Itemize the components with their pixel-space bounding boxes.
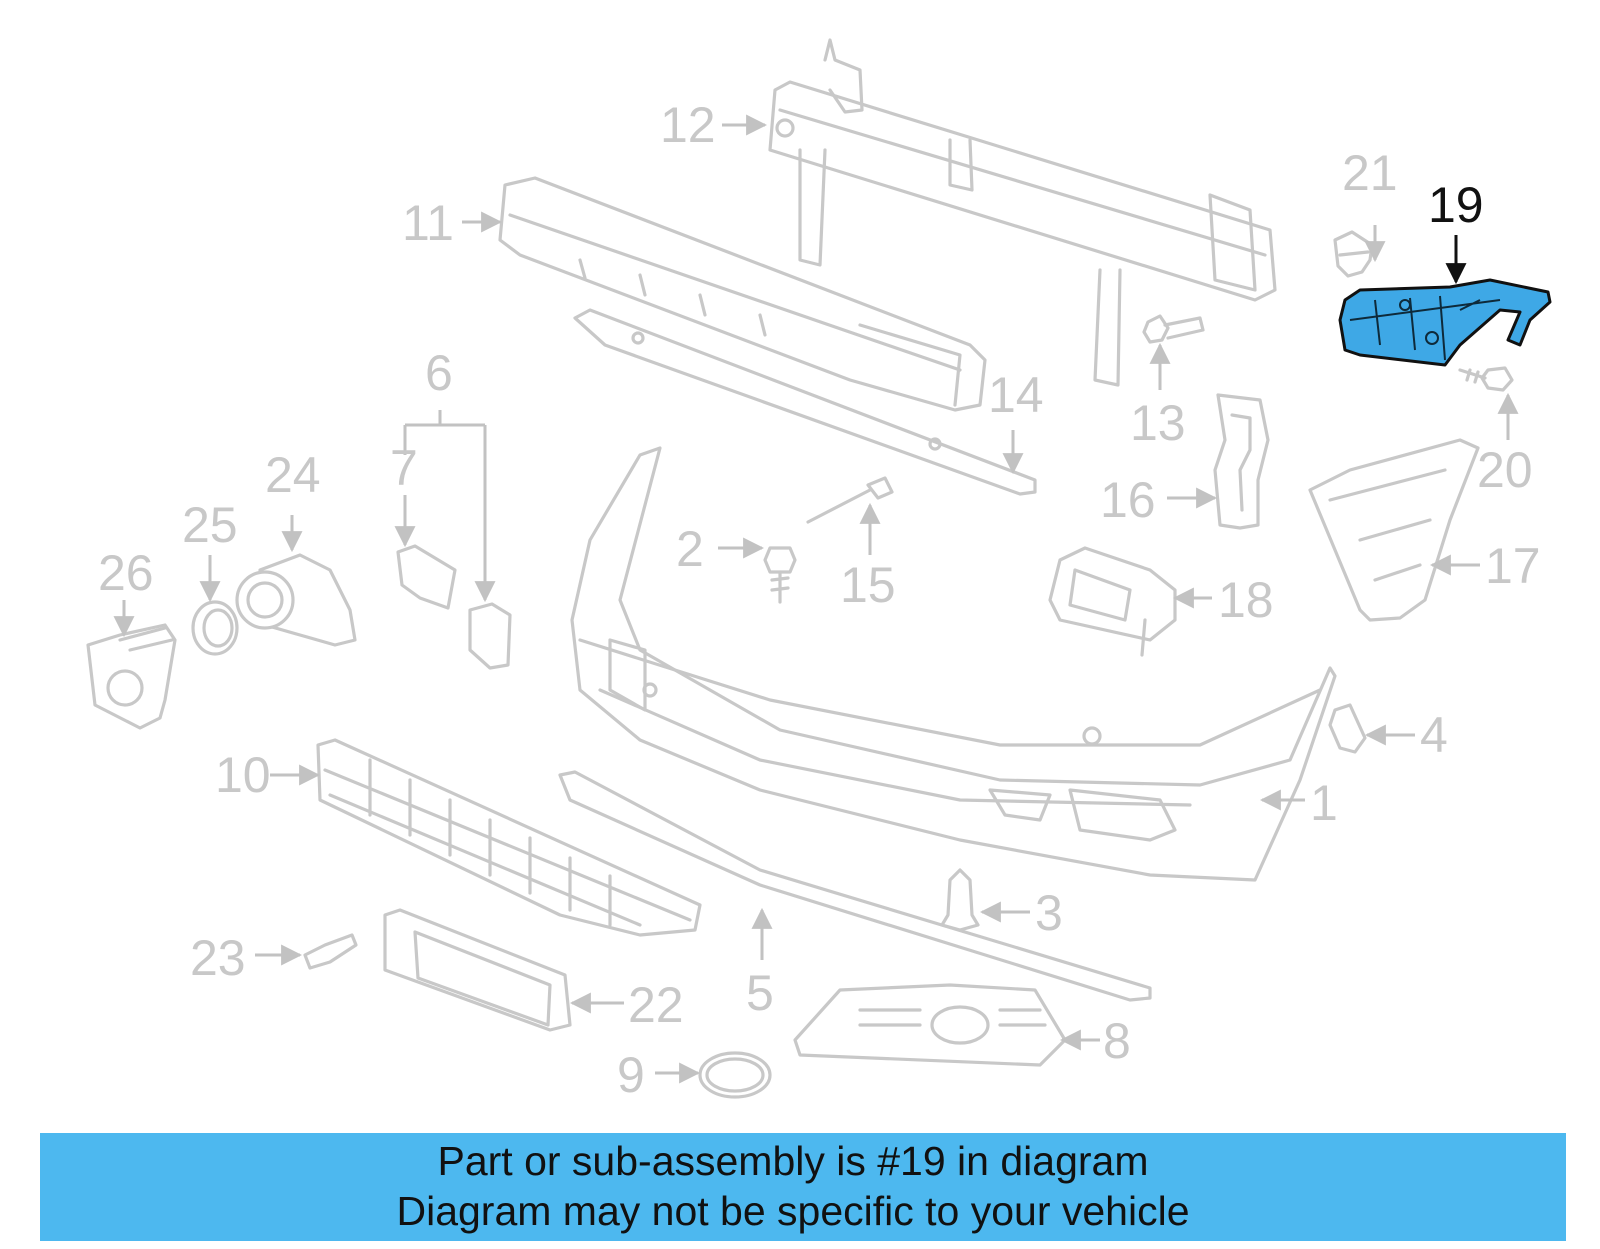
- callout-arrows: [113, 114, 1519, 1084]
- callout-18: 18: [1218, 572, 1274, 628]
- part-13-bolt[interactable]: [1142, 314, 1205, 344]
- callout-8: 8: [1103, 1013, 1131, 1069]
- part-26-sensor-holder[interactable]: [86, 623, 177, 730]
- part-14-bumper-strip[interactable]: [573, 308, 1037, 496]
- part-4-clip[interactable]: [1328, 703, 1367, 754]
- callout-11: 11: [402, 195, 454, 251]
- callout-7: 7: [390, 440, 418, 496]
- part-17-side-bracket[interactable]: [1308, 438, 1480, 622]
- part-11-energy-absorber[interactable]: [498, 176, 987, 412]
- callout-9: 9: [617, 1047, 645, 1103]
- banner-line-part: Part or sub-assembly is #19 in diagram: [437, 1138, 1149, 1184]
- callout-24: 24: [265, 447, 321, 503]
- part-5-lower-trim-strip[interactable]: [558, 770, 1152, 1002]
- part-9-fog-lamp-ring[interactable]: [698, 1051, 772, 1099]
- part-15-rivet[interactable]: [806, 476, 894, 524]
- callout-16: 16: [1100, 472, 1156, 528]
- part-23-clip[interactable]: [303, 933, 358, 970]
- part-22-license-plate-bracket[interactable]: [383, 908, 572, 1032]
- callout-14: 14: [988, 367, 1044, 423]
- part-10-lower-grille[interactable]: [316, 738, 702, 937]
- part-7-bracket[interactable]: [396, 544, 457, 610]
- part-6-7-bracket-lines: [394, 410, 496, 603]
- callout-5: 5: [746, 965, 774, 1021]
- callout-21: 21: [1342, 145, 1398, 201]
- callout-15: 15: [840, 557, 896, 613]
- part-1-bumper-cover[interactable]: [570, 446, 1337, 882]
- part-12-reinforcement-bar[interactable]: [768, 38, 1277, 387]
- banner-line-disclaimer: Diagram may not be specific to your vehi…: [396, 1188, 1190, 1234]
- part-18-fog-lamp-bracket[interactable]: [1048, 546, 1177, 657]
- callout-12: 12: [660, 97, 716, 153]
- callout-26: 26: [98, 545, 154, 601]
- part-20-screw[interactable]: [1458, 366, 1514, 392]
- part-3-clip[interactable]: [940, 868, 980, 932]
- part-21-clip[interactable]: [1333, 230, 1374, 278]
- callout-1: 1: [1310, 775, 1338, 831]
- callout-19-highlighted: 19: [1428, 177, 1484, 233]
- callout-22: 22: [628, 977, 684, 1033]
- part-25-sensor-ring[interactable]: [191, 600, 239, 656]
- callout-2: 2: [676, 521, 704, 577]
- callout-labels: 1 2 3 4 5 6 7 8 9 10 11 12 13 14 15 16 1…: [98, 97, 1541, 1103]
- callout-17: 17: [1485, 538, 1541, 594]
- callout-25: 25: [182, 497, 238, 553]
- part-16-bracket[interactable]: [1213, 393, 1270, 530]
- part-6-cover[interactable]: [468, 602, 512, 670]
- callout-6: 6: [425, 345, 453, 401]
- part-19-bracket-highlighted[interactable]: [1338, 278, 1552, 367]
- callout-4: 4: [1420, 707, 1448, 763]
- callout-3: 3: [1035, 885, 1063, 941]
- part-2-screw[interactable]: [763, 546, 797, 604]
- info-banner: Part or sub-assembly is #19 in diagram D…: [40, 1133, 1566, 1241]
- callout-20: 20: [1477, 442, 1533, 498]
- callout-23: 23: [190, 930, 246, 986]
- callout-10: 10: [215, 747, 271, 803]
- part-24-parking-sensor[interactable]: [235, 553, 357, 647]
- callout-13: 13: [1130, 395, 1186, 451]
- part-8-fog-lamp-grille[interactable]: [793, 983, 1067, 1067]
